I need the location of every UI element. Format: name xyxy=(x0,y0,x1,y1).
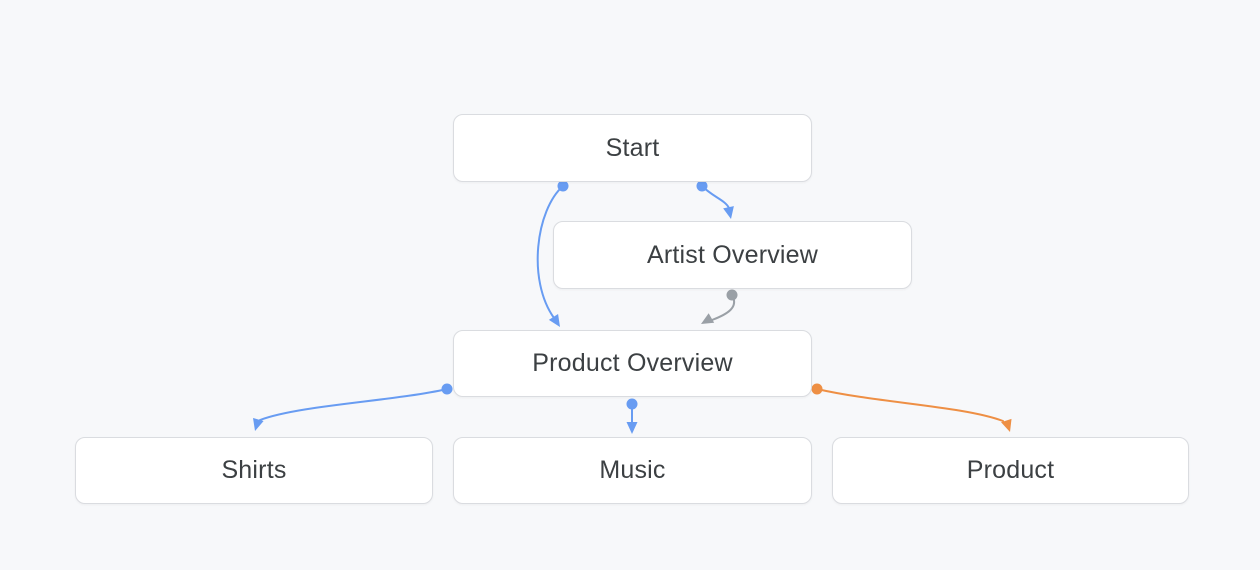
edge-line xyxy=(701,185,730,209)
edge-arrowhead-icon xyxy=(723,206,734,219)
node-artist-overview[interactable]: Artist Overview xyxy=(553,221,912,289)
node-artist-overview-label: Artist Overview xyxy=(646,240,819,269)
edge-source-dot xyxy=(557,180,569,192)
node-start[interactable]: Start xyxy=(453,114,812,182)
edge-line xyxy=(259,388,448,421)
node-shirts-label: Shirts xyxy=(221,456,287,484)
edge-arrowhead-icon xyxy=(548,313,560,327)
node-product-overview[interactable]: Product Overview xyxy=(453,330,812,397)
edge-artist-overview-to-product-overview xyxy=(701,289,738,324)
node-music[interactable]: Music xyxy=(453,437,812,504)
edge-start-to-artist-overview xyxy=(696,180,734,219)
edge-source-dot xyxy=(441,383,453,395)
edge-arrowhead-icon xyxy=(1001,418,1012,432)
edge-product-overview-to-music xyxy=(626,398,638,434)
node-music-label: Music xyxy=(599,456,666,484)
node-shirts[interactable]: Shirts xyxy=(75,437,433,504)
edge-source-dot xyxy=(811,383,823,395)
node-product[interactable]: Product xyxy=(832,437,1189,504)
edge-line xyxy=(711,294,736,321)
edge-arrowhead-icon xyxy=(253,417,264,431)
edge-source-dot xyxy=(696,180,708,192)
node-start-label: Start xyxy=(605,133,660,162)
edge-line xyxy=(816,388,1004,422)
node-product-label: Product xyxy=(966,456,1055,484)
node-product-overview-label: Product Overview xyxy=(532,349,733,377)
edge-product-overview-to-product xyxy=(811,383,1012,432)
edge-arrowhead-icon xyxy=(626,422,638,434)
edge-arrowhead-icon xyxy=(701,313,715,324)
edge-source-dot xyxy=(726,289,738,301)
edge-source-dot xyxy=(626,398,638,410)
edge-product-overview-to-shirts xyxy=(253,383,453,431)
